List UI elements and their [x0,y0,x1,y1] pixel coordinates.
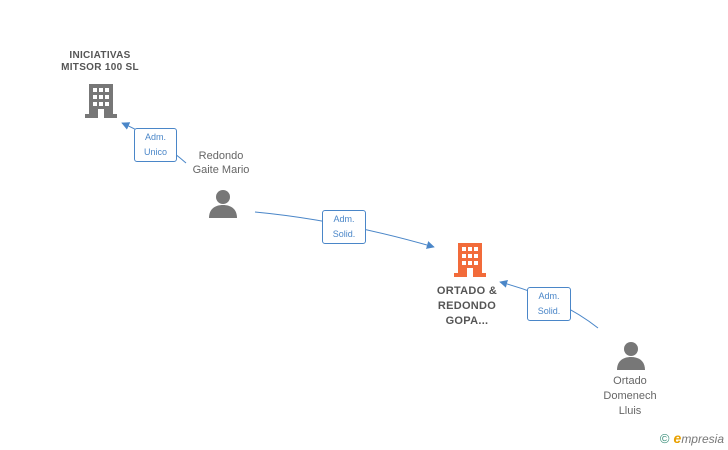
edge-label-line: Adm. [538,291,560,301]
node-label-line: ORTADO & [436,285,498,297]
edge-label-line: Unico [143,147,167,157]
node-label-line: Ortado [613,375,647,387]
edge-label-adm-solid-1[interactable]: Adm. Solid. [322,210,366,244]
empresia-logo: ©empresia [660,430,724,446]
node-label-line: INICIATIVAS [69,50,131,61]
edge-label-line: Solid. [332,229,356,239]
brand-name: mpresia [681,432,724,446]
node-label-line: Domenech [603,390,657,402]
edge-label-adm-solid-2[interactable]: Adm. Solid. [527,287,571,321]
edge-label-line: Adm. [144,132,166,142]
edge-label-line: Adm. [333,214,355,224]
node-label-line: Lluis [618,405,642,417]
building-icon[interactable] [454,243,486,277]
copyright-icon: © [659,431,670,446]
node-label-line: GOPA... [445,315,489,327]
node-label-iniciativas[interactable]: INICIATIVAS MITSOR 100 SL [40,50,160,74]
person-icon[interactable] [616,340,646,370]
brand-e: e [673,430,682,446]
node-label-line: Redondo [198,150,244,162]
node-label-line: REDONDO [437,300,497,312]
node-label-ortado-redondo[interactable]: ORTADO & REDONDO GOPA... [417,284,517,329]
edge-label-line: Solid. [537,306,561,316]
building-icon[interactable] [85,84,117,118]
node-label-line: Gaite Mario [192,164,250,176]
person-icon[interactable] [208,188,238,218]
edge-label-adm-unico[interactable]: Adm. Unico [134,128,177,162]
node-label-ortado-domenech[interactable]: Ortado Domenech Lluis [580,374,680,419]
node-label-redondo[interactable]: Redondo Gaite Mario [171,149,271,177]
node-label-line: MITSOR 100 SL [61,62,139,73]
